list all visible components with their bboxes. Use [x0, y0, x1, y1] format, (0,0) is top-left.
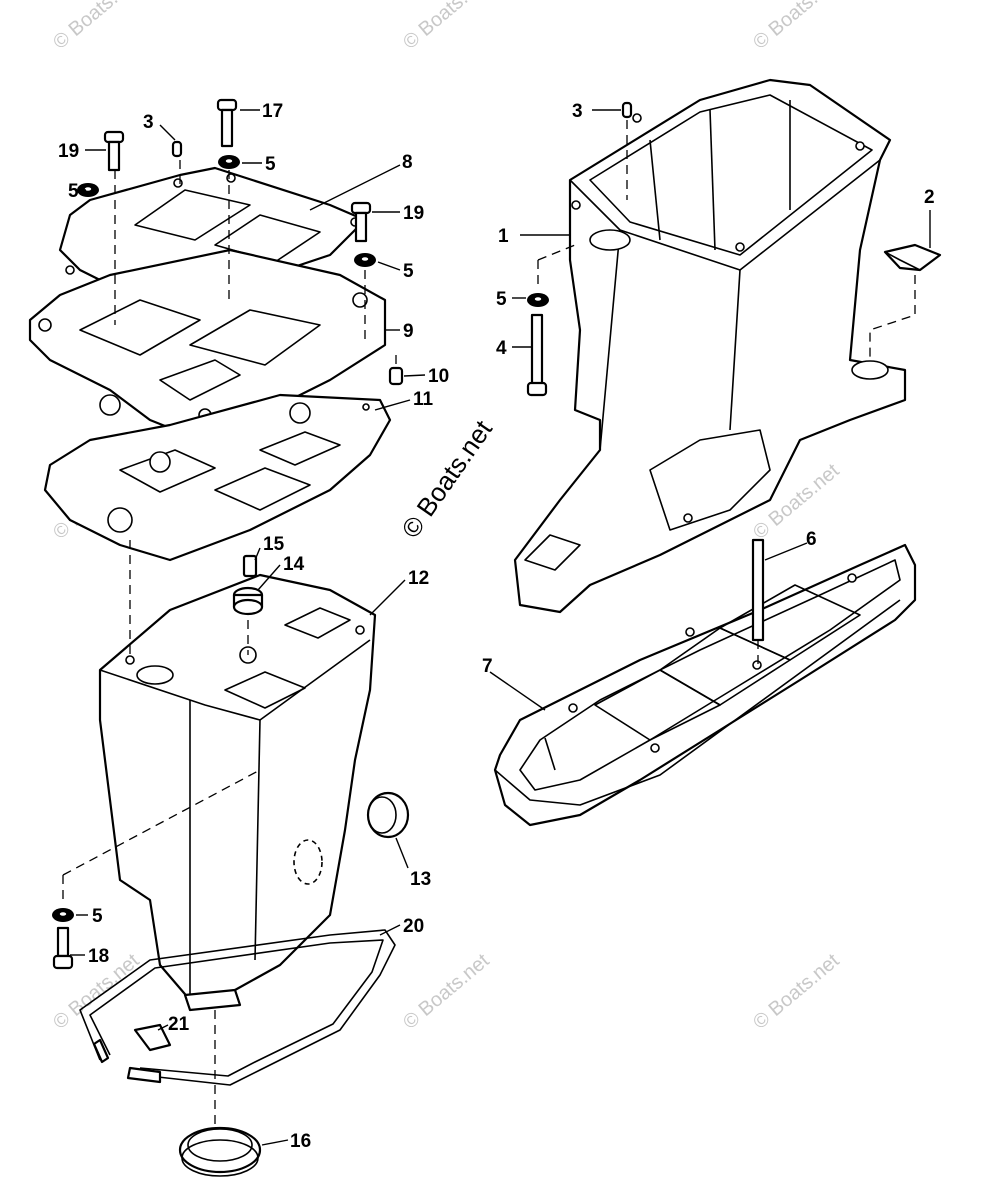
callout-2: 2 [924, 187, 935, 208]
part-2-cover [883, 243, 942, 272]
part-16-ring [178, 1126, 262, 1177]
watermark-faint: © Boats.net [399, 949, 494, 1033]
callout-8: 8 [402, 152, 413, 173]
hardware-left [52, 98, 404, 970]
callout-19: 19 [403, 203, 424, 224]
part-9-adapter-plate [28, 248, 387, 442]
part-21-clip [133, 1023, 172, 1052]
callout-11: 11 [413, 389, 434, 410]
callout-21: 21 [168, 1014, 190, 1035]
callout-13: 13 [410, 869, 431, 890]
callout-12: 12 [408, 568, 429, 589]
callout-1: 1 [498, 226, 509, 247]
watermark-faint: © Boats.net [49, 0, 144, 54]
callout-9: 9 [403, 321, 414, 342]
callout-10: 10 [428, 366, 449, 387]
callout-19: 19 [58, 141, 79, 162]
callout-6: 6 [806, 529, 817, 550]
part-11-gasket [43, 393, 392, 562]
part-7-adapter-plate [493, 543, 917, 827]
callout-16: 16 [290, 1131, 311, 1152]
part-12-driveshaft-housing [98, 573, 377, 1012]
leader-lines [70, 109, 931, 1146]
callout-3: 3 [143, 112, 154, 133]
callout-4: 4 [496, 338, 507, 359]
callout-18: 18 [88, 946, 109, 967]
callout-5: 5 [68, 181, 79, 202]
callout-20: 20 [403, 916, 424, 937]
part-13-plug [366, 791, 410, 839]
callout-17: 17 [262, 101, 283, 122]
alignment-lines [62, 120, 916, 1125]
watermark-faint: © Boats.net [399, 0, 494, 54]
callout-14: 14 [283, 554, 305, 575]
watermark-faint: © Boats.net [749, 0, 844, 54]
callout-5: 5 [92, 906, 103, 927]
watermark-faint: © Boats.net [749, 949, 844, 1033]
callout-5: 5 [265, 154, 276, 175]
watermark-main: © Boats.net [395, 414, 498, 543]
callout-5: 5 [403, 261, 414, 282]
part-1-driveshaft-housing [513, 78, 907, 614]
hardware-right [526, 101, 765, 642]
callout-5: 5 [496, 289, 507, 310]
callout-7: 7 [482, 656, 493, 677]
callout-3: 3 [572, 101, 583, 122]
callout-15: 15 [263, 534, 285, 555]
part-20-seal [79, 929, 396, 1086]
callout-labels: 19 5 3 17 5 8 19 5 9 10 11 15 14 12 13 2… [58, 101, 935, 1152]
